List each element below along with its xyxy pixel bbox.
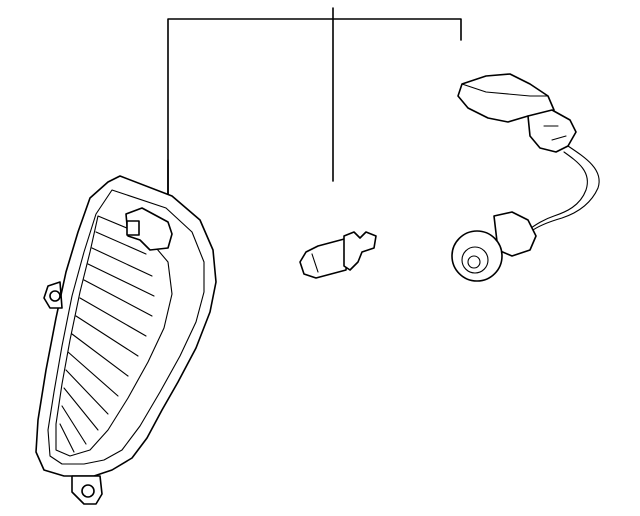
bulb-glass — [299, 237, 349, 279]
mounting-tab-left — [43, 281, 63, 309]
lens-ribs — [59, 231, 155, 453]
wire-harness-second — [527, 151, 588, 231]
leader-bracket-top — [167, 18, 462, 201]
lamp-housing-outer — [35, 175, 217, 477]
harness-connector-latch — [543, 125, 567, 141]
bulb-socket — [451, 73, 600, 282]
wire-harness — [529, 145, 600, 233]
lamp-bulb — [299, 231, 377, 279]
harness-connector-plug — [527, 109, 577, 153]
housing-socket-key — [126, 220, 140, 236]
lamp-housing-rim — [47, 189, 205, 465]
housing-socket-boss — [125, 207, 173, 251]
mounting-hole-left — [49, 290, 61, 302]
lamp-lens — [55, 215, 173, 457]
leader-bracket — [167, 7, 462, 212]
lamp-housing — [35, 175, 217, 505]
mounting-tab-bottom — [71, 475, 103, 505]
harness-connector-edge — [461, 83, 549, 97]
socket-opening — [467, 255, 481, 269]
socket-flange-inner — [461, 246, 489, 274]
bulb-base — [343, 231, 377, 271]
mounting-hole-bottom — [81, 484, 95, 498]
bulb-filament-line — [311, 253, 319, 273]
socket-flange — [451, 230, 503, 282]
